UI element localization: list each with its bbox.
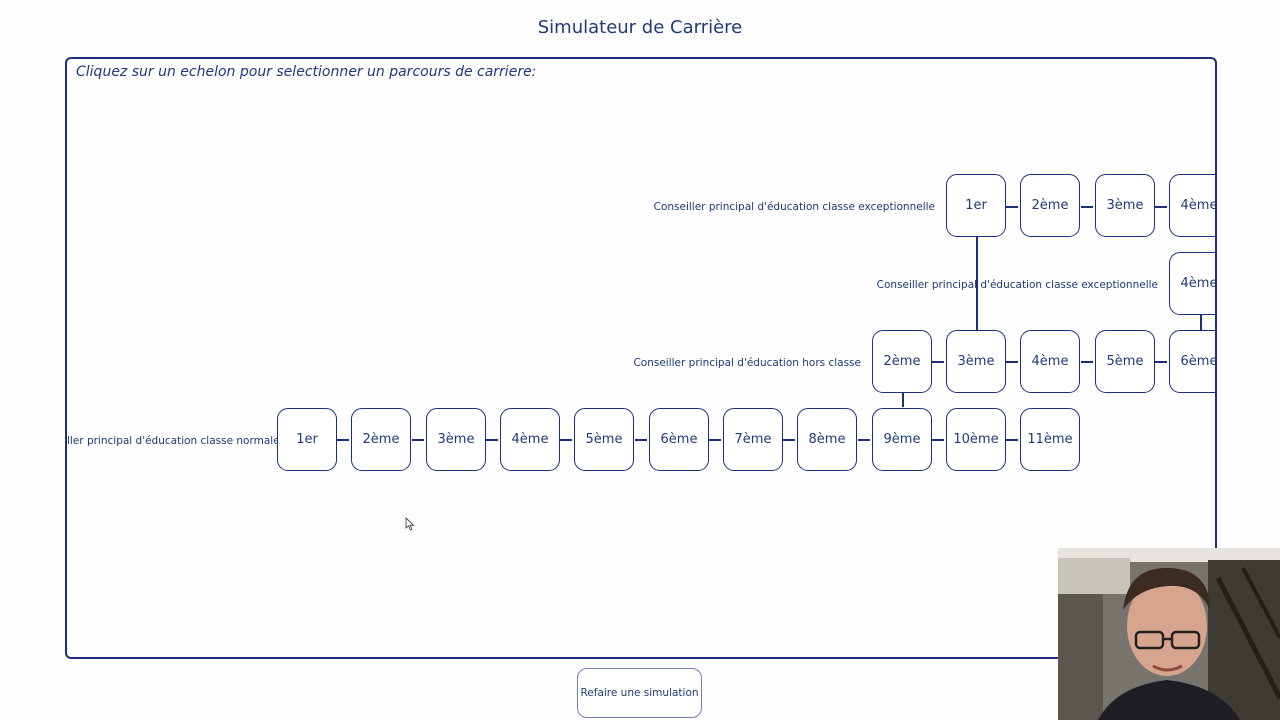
echelon-node[interactable]: 9ème	[872, 408, 932, 471]
page-title: Simulateur de Carrière	[537, 17, 743, 38]
echelon-node[interactable]: 3ème	[1095, 174, 1155, 237]
instruction-text: Cliquez sur un echelon pour selectionner…	[76, 64, 537, 80]
connector	[932, 439, 944, 441]
connector	[337, 439, 349, 441]
grade-label-classe-normale: ller principal d'éducation classe normal…	[67, 435, 280, 447]
echelon-node[interactable]: 5ème	[574, 408, 634, 471]
connector	[1200, 315, 1202, 330]
echelon-node[interactable]: 10ème	[946, 408, 1006, 471]
connector	[486, 439, 498, 441]
echelon-node[interactable]: 6ème	[649, 408, 709, 471]
echelon-node[interactable]: 11ème	[1020, 408, 1080, 471]
echelon-node[interactable]: 8ème	[797, 408, 857, 471]
connector	[709, 439, 721, 441]
connector	[1006, 439, 1018, 441]
grade-label-classe-exceptionnelle-2: Conseiller principal d'éducation classe …	[876, 279, 1158, 291]
echelon-node[interactable]: 3ème	[426, 408, 486, 471]
grade-label-hors-classe: Conseiller principal d'éducation hors cl…	[633, 357, 861, 369]
connector	[932, 361, 944, 363]
connector	[1081, 206, 1093, 208]
connector	[1081, 361, 1093, 363]
mouse-pointer-icon	[405, 517, 415, 531]
connector	[1155, 206, 1167, 208]
echelon-node[interactable]: 2ème	[1020, 174, 1080, 237]
connector	[560, 439, 572, 441]
webcam-overlay	[1058, 548, 1280, 720]
echelon-node[interactable]: 2ème	[872, 330, 932, 393]
connector	[976, 237, 978, 330]
connector	[858, 439, 870, 441]
echelon-node[interactable]: 4ème	[1169, 174, 1215, 237]
connector	[412, 439, 424, 441]
connector	[902, 392, 904, 407]
echelon-node[interactable]: 7ème	[723, 408, 783, 471]
connector	[1155, 361, 1167, 363]
echelon-node[interactable]: 5ème	[1095, 330, 1155, 393]
echelon-node[interactable]: 1er	[277, 408, 337, 471]
echelon-node[interactable]: 2ème	[351, 408, 411, 471]
echelon-node[interactable]: 4ème	[500, 408, 560, 471]
connector	[635, 439, 647, 441]
echelon-node[interactable]: 4ème	[1020, 330, 1080, 393]
connector	[1006, 361, 1018, 363]
echelon-node[interactable]: 3ème	[946, 330, 1006, 393]
connector	[783, 439, 795, 441]
echelon-node[interactable]: 4ème	[1169, 252, 1215, 315]
connector	[1006, 206, 1018, 208]
echelon-node[interactable]: 6ème	[1169, 330, 1215, 393]
career-simulator-panel: Cliquez sur un echelon pour selectionner…	[65, 57, 1217, 659]
grade-label-classe-exceptionnelle: Conseiller principal d'éducation classe …	[653, 201, 935, 213]
career-grid: Conseiller principal d'éducation classe …	[67, 59, 1215, 657]
echelon-node[interactable]: 1er	[946, 174, 1006, 237]
presenter-video-image	[1058, 548, 1280, 720]
redo-simulation-button[interactable]: Refaire une simulation	[577, 668, 702, 718]
